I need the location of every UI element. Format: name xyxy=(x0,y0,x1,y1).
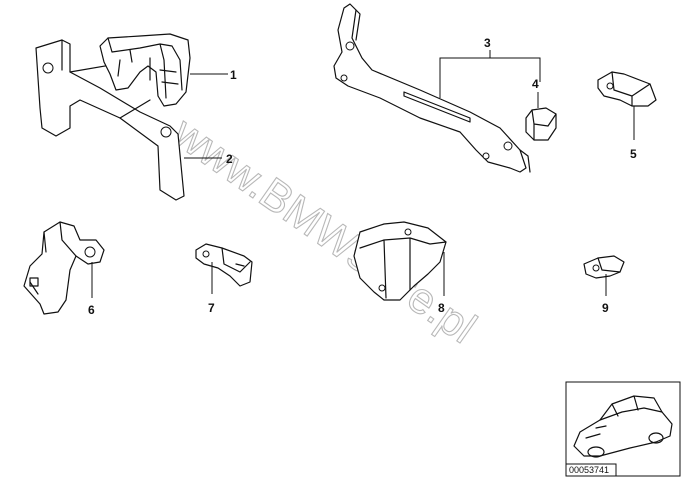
part-9-clip[interactable] xyxy=(583,255,625,279)
part-6-bracket[interactable] xyxy=(23,221,105,315)
callout-1: 1 xyxy=(230,68,237,82)
callout-9: 9 xyxy=(602,301,609,315)
part-4-clip[interactable] xyxy=(525,107,557,141)
part-3-strip-bracket[interactable] xyxy=(333,3,531,173)
part-7-bracket[interactable] xyxy=(195,243,253,287)
callout-3: 3 xyxy=(484,36,491,50)
callout-6: 6 xyxy=(88,303,95,317)
callout-4: 4 xyxy=(532,77,539,91)
part-8-bracket[interactable] xyxy=(353,221,447,301)
watermark-text: www.BMWstore.pl xyxy=(163,107,484,352)
leader-3 xyxy=(439,50,541,98)
thumbnail-code: 00053741 xyxy=(569,465,609,475)
callout-7: 7 xyxy=(208,301,215,315)
callout-8: 8 xyxy=(438,301,445,315)
part-5-bracket[interactable] xyxy=(597,71,657,107)
callout-5: 5 xyxy=(630,147,637,161)
car-thumbnail: 00053741 xyxy=(565,381,681,477)
callout-2: 2 xyxy=(226,152,233,166)
part-1-2-bracket[interactable] xyxy=(35,33,191,201)
